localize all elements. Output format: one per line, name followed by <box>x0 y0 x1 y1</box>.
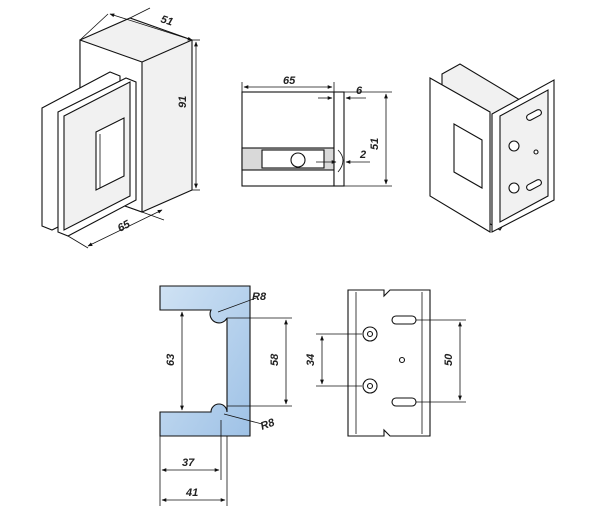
dim-side-height: 51 <box>369 138 381 150</box>
side-flange <box>333 91 345 187</box>
dim-profile-radius-bottom: R8 <box>259 416 277 432</box>
plate-outline <box>347 289 431 437</box>
iso-r-slot <box>453 123 483 189</box>
isometric-view-right <box>429 63 555 233</box>
dim-side-flange: 6 <box>356 85 363 97</box>
dim-profile-inner-height: 58 <box>269 353 281 366</box>
dim-plate-slot-spacing: 50 <box>443 353 455 366</box>
dim-profile-inner-width: 37 <box>182 457 195 469</box>
glass-profile-view: R8 R8 63 58 37 41 <box>159 285 292 506</box>
side-hinge-pin <box>290 152 306 168</box>
dim-iso-bottom-width: 65 <box>116 218 133 235</box>
glass-profile <box>159 285 251 437</box>
plate-slot-bottom <box>391 397 417 407</box>
dim-plate-hole-spacing: 34 <box>305 354 317 366</box>
dim-iso-height: 91 <box>177 96 189 108</box>
dim-profile-radius-top: R8 <box>252 291 267 303</box>
plate-slot-top <box>391 315 417 325</box>
dim-iso-top-width: 51 <box>159 13 174 28</box>
mounting-plate-view: 34 50 <box>305 289 466 437</box>
dim-side-gap: 2 <box>359 149 366 161</box>
dim-profile-height: 63 <box>165 354 177 366</box>
isometric-view: 51 91 65 <box>41 7 200 249</box>
side-body <box>241 91 335 187</box>
dim-profile-total-width: 41 <box>185 487 198 499</box>
side-view: 65 6 51 2 <box>241 75 392 187</box>
iso-plate-slot <box>95 117 125 191</box>
dim-side-width: 65 <box>283 75 296 87</box>
